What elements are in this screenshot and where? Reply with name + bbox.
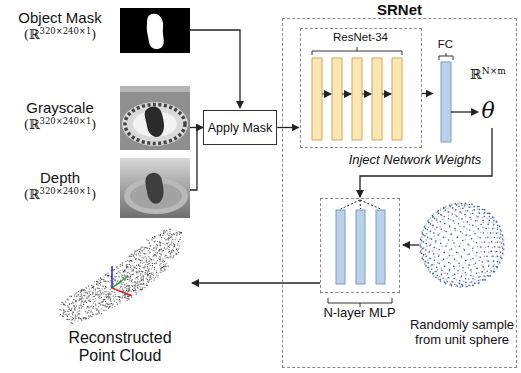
resnet-layers xyxy=(312,47,402,140)
grayscale-image xyxy=(120,86,190,150)
fc-layer: FC xyxy=(434,40,458,148)
node-label: SRNet xyxy=(373,1,426,18)
superscript: 320×240×1 xyxy=(40,116,92,126)
node-label: FC xyxy=(434,38,458,50)
axes xyxy=(112,266,132,296)
text-label: ) xyxy=(91,187,96,202)
unit-sphere xyxy=(419,202,504,288)
text-label: Grayscale xyxy=(26,99,94,116)
label-group: Reconstructed Point Cloud xyxy=(54,329,186,366)
text-label: Object Mask xyxy=(18,9,101,26)
text-label: (ℝ xyxy=(24,187,40,202)
text-label: Inject Network Weights xyxy=(349,152,482,167)
connector-arrow xyxy=(277,127,298,128)
output-wire xyxy=(192,282,320,283)
node-label: Apply Mask xyxy=(208,121,273,135)
text-label: ℝ xyxy=(470,66,482,82)
superscript: N×m xyxy=(482,66,506,76)
text-label: Depth xyxy=(40,169,80,186)
resnet-block: ResNet-34 xyxy=(300,28,422,148)
label-group: (ℝ320×240×1) xyxy=(1,117,119,133)
point-cloud xyxy=(59,229,182,324)
mask-image xyxy=(120,8,190,53)
text-label: Randomly sample from unit sphere xyxy=(410,317,514,347)
text-label: Reconstructed Point Cloud xyxy=(68,329,171,364)
mlp-block: N-layer MLP xyxy=(320,198,400,293)
label-group: ℝN×m xyxy=(466,66,510,82)
label-group: Depth xyxy=(1,169,119,186)
text-label: ) xyxy=(91,117,96,132)
label-group: θ xyxy=(473,98,503,123)
superscript: 320×240×1 xyxy=(40,26,92,36)
text-label: ) xyxy=(91,27,96,42)
label-group: Grayscale xyxy=(1,99,119,116)
text-label: (ℝ xyxy=(24,27,40,42)
apply-mask-box: Apply Mask xyxy=(203,110,278,145)
label-group: (ℝ320×240×1) xyxy=(1,187,119,203)
superscript: 320×240×1 xyxy=(40,186,92,196)
depth-image xyxy=(120,158,190,218)
label-group: (ℝ320×240×1) xyxy=(1,27,119,43)
connector-arrow xyxy=(422,93,433,94)
node-label: N-layer MLP xyxy=(323,305,395,320)
label-group: Inject Network Weights xyxy=(340,153,490,168)
label-group: Randomly sample from unit sphere xyxy=(409,318,515,348)
text-label: (ℝ xyxy=(24,117,40,132)
text-label: θ xyxy=(481,98,494,123)
sphere-wire xyxy=(403,244,419,245)
label-group: Object Mask xyxy=(1,9,119,26)
node-label: ResNet-34 xyxy=(301,31,421,43)
